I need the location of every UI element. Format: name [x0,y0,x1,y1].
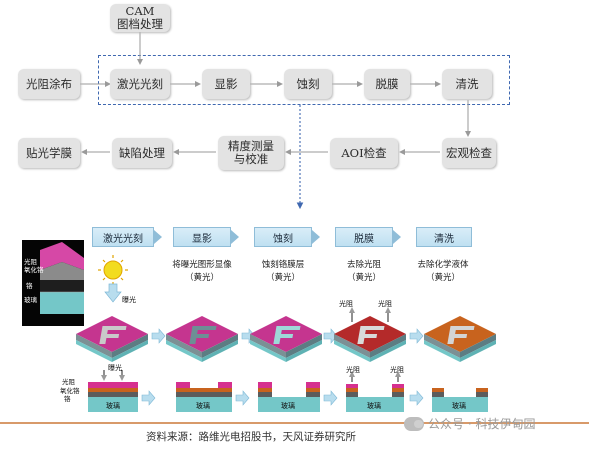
legend-chromeoxide: 氧化铬 [24,266,44,274]
caption-clean: 去除化学液体 （黄光） [398,259,488,285]
section-arrow-1 [141,390,156,406]
legend-glass: 玻璃 [24,296,37,304]
section-5-glass [432,397,488,412]
plate-arrow-1 [151,328,166,344]
caption-strip: 去除光阻 （黄光） [319,259,409,285]
sun-rays-icon [98,255,128,285]
photoresist-label-plate-left: 光阻 [339,300,353,308]
plate-2-letter [189,326,217,344]
section-arrow-3 [323,390,338,406]
caption-develop-sub: （黄光） [184,273,219,283]
caption-strip-sub: （黄光） [346,273,381,283]
caption-etch-main: 蚀刻铬膜层 [261,260,305,270]
flow-step-photoresist-coating: 光阻涂布 [18,69,80,99]
section-3-glass-label: 玻璃 [281,402,295,410]
detail-step-arrow-2 [231,230,239,244]
detail-step-arrow-3 [312,230,320,244]
detail-step-strip: 脱膜 [335,227,393,247]
section-1-glass-label: 玻璃 [106,402,120,410]
flow-step-strip: 脱膜 [364,69,410,99]
section-arrow-2 [235,390,250,406]
section-4-photoresist-left: 光阻 [346,366,360,374]
exposure-arrow-icon [104,283,122,303]
section-4-glass-label: 玻璃 [367,402,381,410]
layer-block-glass [40,292,84,314]
legend-photoresist: 光阻 [24,258,37,266]
section-layer-chrome: 铬 [64,395,71,403]
section-3-glass [258,397,320,412]
watermark: 公众号 · 科技伊甸园 [404,415,535,432]
watermark-text: 公众号 · 科技伊甸园 [428,417,536,431]
section-1-photoresist [88,382,138,388]
flow-step-etch: 蚀刻 [284,69,332,99]
wechat-icon [404,416,424,431]
caption-etch-sub: （黄光） [265,273,300,283]
caption-etch: 蚀刻铬膜层 （黄光） [238,259,328,285]
detail-step-develop: 显影 [173,227,231,247]
plate-1-letter [99,326,127,344]
section-arrow-4 [409,390,424,406]
caption-develop-main: 将曝光图形显像 [172,260,232,270]
flow-step-aoi-inspection: AOI检查 [330,138,398,168]
section-5-glass-label: 玻璃 [452,402,466,410]
legend-chrome: 铬 [26,282,33,290]
caption-strip-main: 去除光阻 [346,260,381,270]
section-exposure-label: 曝光 [108,364,122,372]
flow-step-laser-lithography: 激光光刻 [110,69,170,99]
detail-step-arrow-1 [154,230,162,244]
sun-icon [103,260,123,280]
section-2-glass [176,397,232,412]
plate-3-letter [273,326,301,344]
source-note: 资料来源：路维光电招股书，天风证券研究所 [146,431,356,443]
detail-step-arrow-4 [393,230,401,244]
exposure-label: 曝光 [122,296,136,304]
footer-divider [0,422,589,424]
flow-step-develop: 显影 [202,69,250,99]
caption-clean-main: 去除化学液体 [417,260,469,270]
flow-step-clean: 清洗 [442,69,492,99]
process-group-frame [98,55,510,105]
caption-develop: 将曝光图形显像 （黄光） [157,259,247,285]
layer-block-chromeoxide [40,262,84,280]
flow-step-optical-film: 贴光学膜 [18,138,80,168]
cam-box: CAM 图档处理 [110,4,170,32]
detail-step-laser: 激光光刻 [92,227,154,247]
flow-step-defect-handling: 缺陷处理 [112,138,172,168]
plate-5-letter [447,326,475,344]
section-layer-photoresist: 光阻 [62,378,75,386]
section-4-glass [346,397,404,412]
section-4-photoresist-right: 光阻 [390,366,404,374]
caption-clean-sub: （黄光） [425,273,460,283]
flow-step-macro-inspection: 宏观检查 [442,138,496,168]
section-2-glass-label: 玻璃 [196,402,210,410]
plate-4-letter [357,326,385,344]
flow-step-measurement-calibration: 精度测量 与校准 [218,136,284,170]
detail-step-clean: 清洗 [416,227,472,247]
detail-step-etch: 蚀刻 [254,227,312,247]
layer-block-photoresist [40,242,84,270]
photoresist-label-plate-right: 光阻 [378,300,392,308]
layer-block-chrome [40,280,84,292]
section-layer-chromeoxide: 氧化铬 [60,387,80,395]
plate-arrow-4 [409,328,424,344]
